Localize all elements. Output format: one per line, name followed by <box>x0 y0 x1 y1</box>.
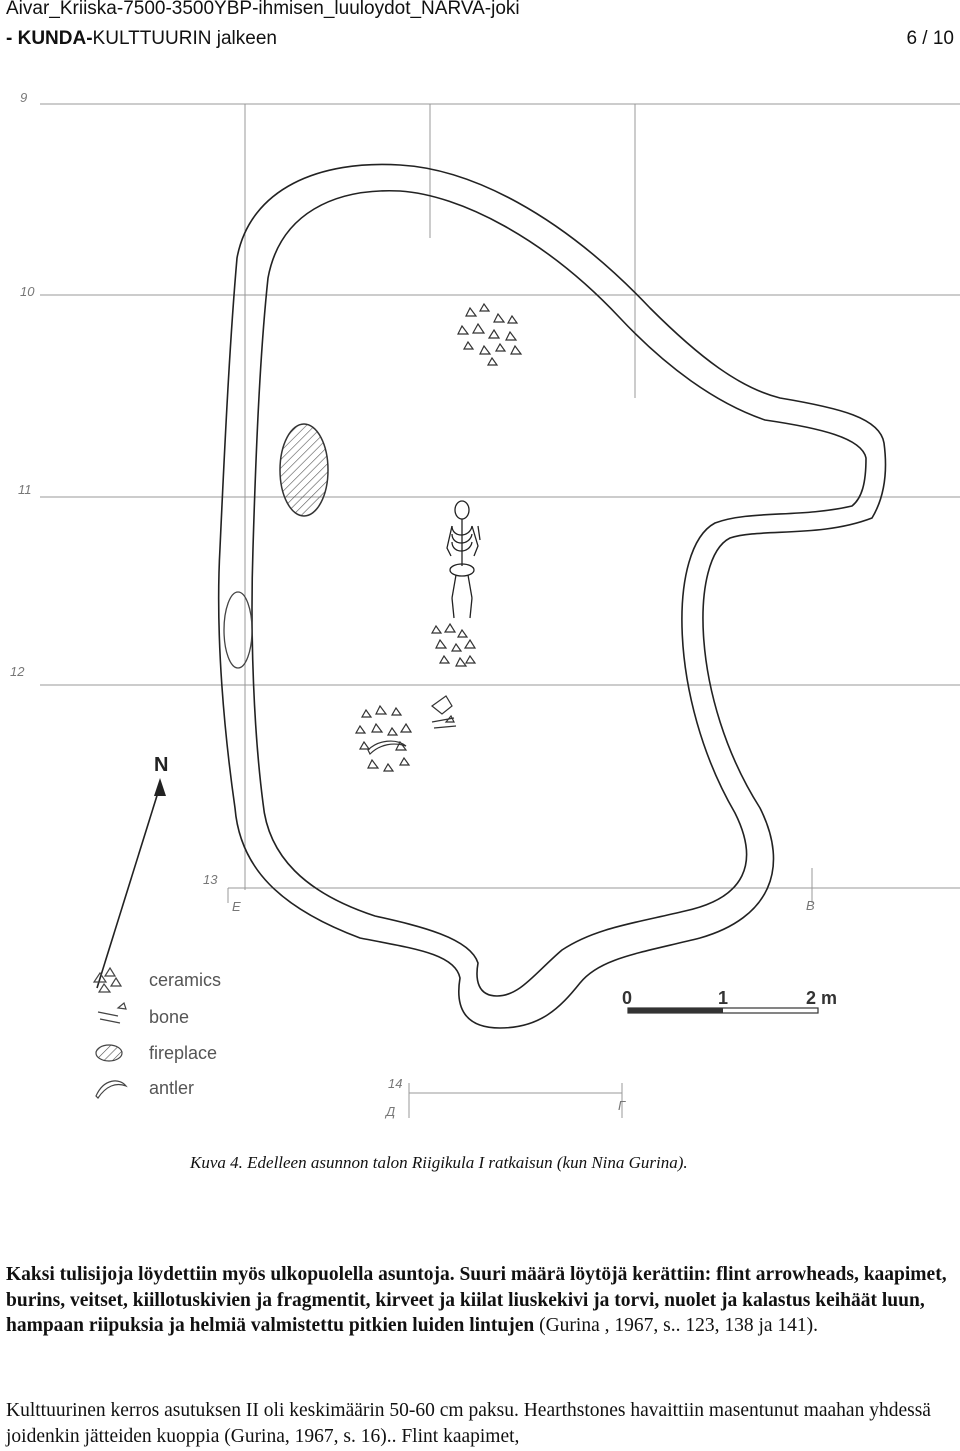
bone-cluster <box>431 695 457 729</box>
grid-label-d: Д <box>384 1104 395 1119</box>
grid-label-10: 10 <box>20 284 35 299</box>
grid-label-9: 9 <box>20 90 27 105</box>
bone-icon <box>97 1001 127 1024</box>
legend-bone: bone <box>149 1007 189 1027</box>
site-plan-figure: 9 10 11 12 13 14 E B Д Г <box>10 90 960 1119</box>
dwelling-outline <box>217 163 887 1029</box>
paragraph-1-citation: (Gurina , 1967, s.. 123, 138 ja 141). <box>534 1315 819 1336</box>
paragraph-1-bold: Kaksi tulisijoja löydettiin myös ulkopuo… <box>6 1264 947 1336</box>
figure-caption: Kuva 4. Edelleen asunnon talon Riigikula… <box>190 1153 688 1172</box>
scale-2m: 2 m <box>806 988 837 1008</box>
ceramics-cluster <box>430 622 477 667</box>
antler-icon <box>95 1080 128 1099</box>
survey-grid <box>40 103 960 1118</box>
scale-bar: 0 1 2 m <box>622 988 837 1014</box>
grid-label-b: B <box>806 898 815 913</box>
grid-label-11: 11 <box>18 482 32 497</box>
ceramics-cluster <box>457 302 523 366</box>
ceramics-antler-cluster <box>354 704 413 772</box>
legend-fireplace: fireplace <box>149 1043 217 1063</box>
subtitle-rest: KULTTUURIN jalkeen <box>92 28 277 49</box>
wall-fireplace-feature <box>223 591 253 669</box>
grid-label-13: 13 <box>203 872 218 887</box>
skeleton-burial <box>446 500 481 619</box>
grid-label-12: 12 <box>10 664 25 679</box>
grid-label-g: Г <box>618 1098 626 1113</box>
scale-1: 1 <box>718 988 728 1008</box>
subtitle-prefix: - KUNDA- <box>6 28 93 49</box>
body-paragraph-2: Kulttuurinen kerros asutuksen II oli kes… <box>6 1400 931 1447</box>
ceramics-icon <box>92 966 123 993</box>
legend-antler: antler <box>149 1078 194 1098</box>
north-arrow: N <box>96 754 168 989</box>
document-title: Aivar_Kriiska-7500-3500YBP-ihmisen_luulo… <box>6 0 520 19</box>
document-subtitle: - KUNDA-KULTTUURIN jalkeen <box>6 26 277 52</box>
page-number: 6 / 10 <box>906 28 954 49</box>
grid-label-14: 14 <box>388 1076 402 1091</box>
legend-ceramics: ceramics <box>149 970 221 990</box>
north-label: N <box>154 754 168 776</box>
scale-0: 0 <box>622 988 632 1008</box>
fireplace-feature <box>279 423 329 517</box>
body-paragraph-1: Kaksi tulisijoja löydettiin myös ulkopuo… <box>6 1262 954 1339</box>
grid-label-e: E <box>232 899 241 914</box>
fireplace-icon <box>95 1044 123 1062</box>
